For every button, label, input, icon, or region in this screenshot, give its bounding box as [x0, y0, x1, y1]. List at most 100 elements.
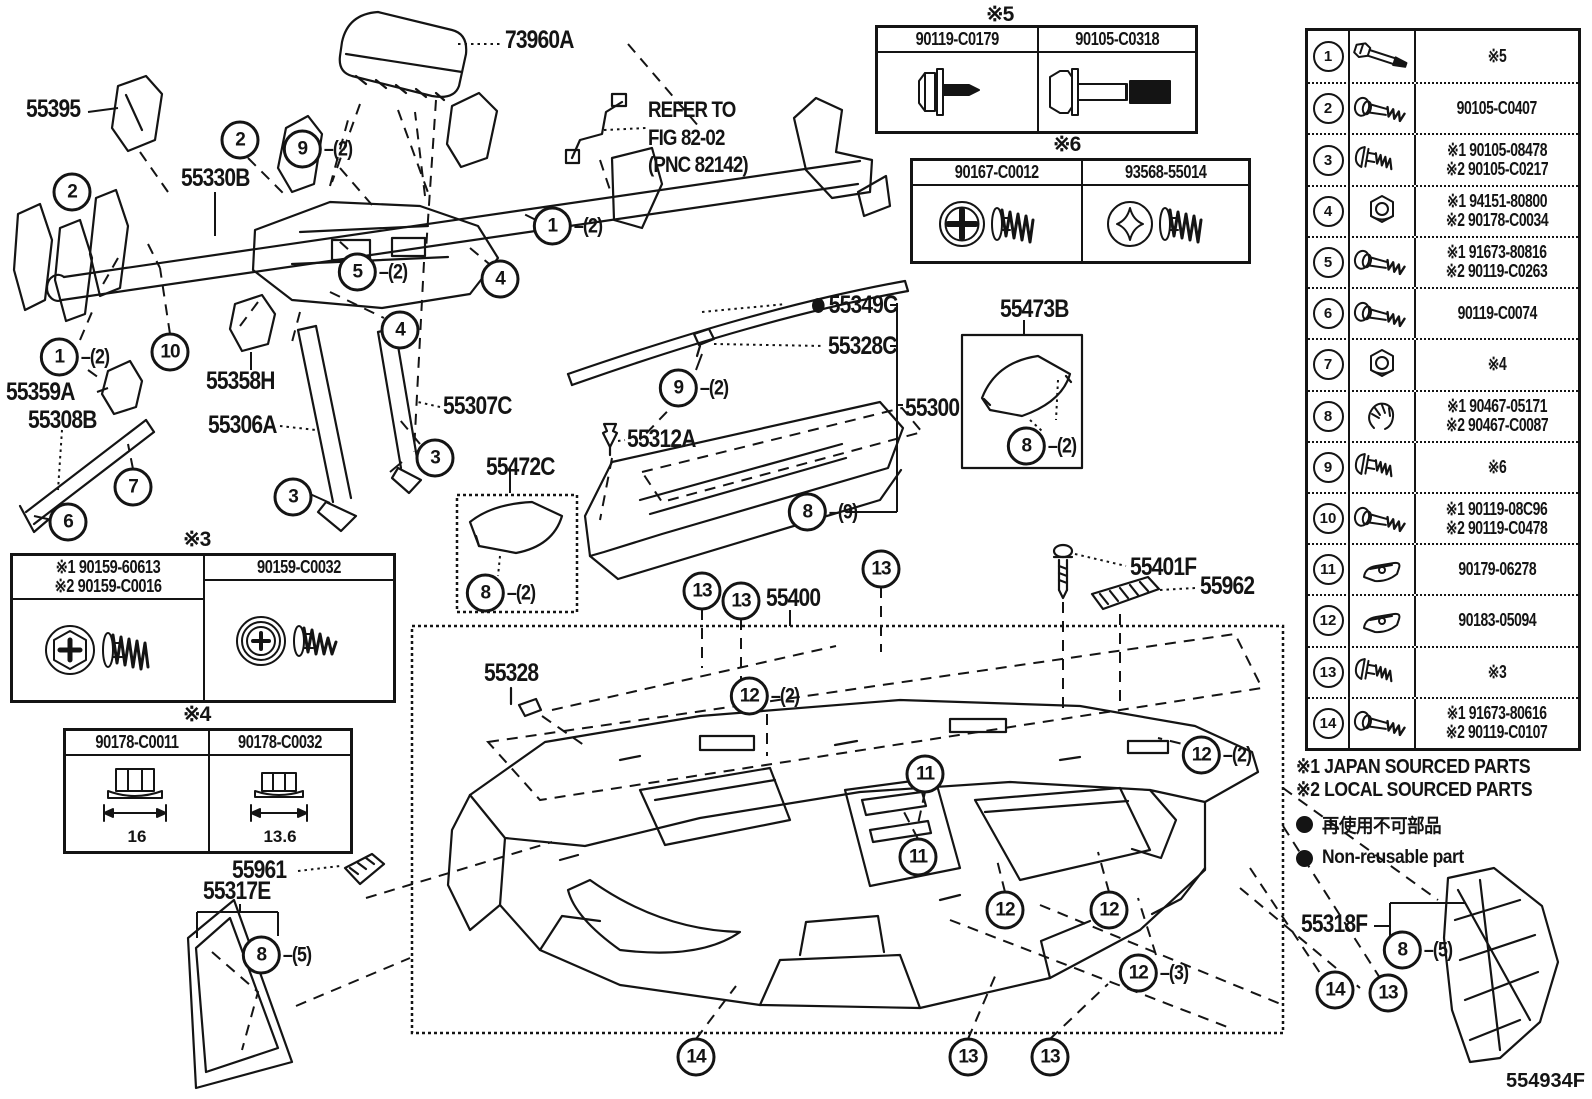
non-reusable-dot-icon — [1296, 816, 1313, 833]
inset-title-x5: ※5 — [986, 3, 1014, 26]
part-label-55472C: 55472C — [486, 453, 555, 481]
callout-quantity: –(2) — [1047, 434, 1077, 457]
inset-part-number: 90178-C0032 — [210, 731, 350, 756]
fastener-index: 12 — [1308, 596, 1348, 645]
fastener-index: 14 — [1308, 699, 1348, 748]
callout-12: 12 — [1089, 890, 1129, 930]
part-label-55400: 55400 — [766, 584, 821, 612]
fastener-index: 13 — [1308, 648, 1348, 697]
callout-4: 4 — [380, 310, 420, 350]
inset-cell: ※1 90159-60613※2 90159-C0016 — [13, 556, 203, 700]
callout-3: 3 — [273, 477, 313, 517]
callout-circle: 8 — [465, 573, 505, 613]
clip-grip-icon — [1348, 391, 1416, 441]
part-label-55318F: 55318F — [1301, 910, 1368, 938]
fastener-index: 10 — [1308, 494, 1348, 543]
fastener-index: 6 — [1308, 289, 1348, 338]
bolt-long-shank-icon — [1039, 53, 1196, 131]
fastener-part-number: ※1 90119-08C96※2 90119-C0478 — [1446, 498, 1548, 538]
part-label-55328: 55328 — [484, 659, 539, 687]
fastener-index: 9 — [1308, 443, 1348, 492]
callout-13: 13 — [721, 581, 761, 621]
non-reusable-dot-icon — [1296, 849, 1313, 867]
callout-quantity: –(5) — [282, 943, 312, 966]
callout-13: 13 — [682, 571, 722, 611]
callout-7: 7 — [113, 467, 153, 507]
legend-note-japan: ※1 JAPAN SOURCED PARTS — [1296, 756, 1531, 778]
fastener-part-number: ※5 — [1487, 46, 1507, 67]
fastener-part-number: ※4 — [1487, 354, 1507, 375]
callout-quantity: –(2) — [323, 137, 353, 160]
part-label-55961: 55961 — [232, 856, 287, 884]
inset-cell: 90105-C0318 — [1036, 28, 1196, 131]
fastener-row-3: 3※1 90105-08478※2 90105-C0217 — [1308, 133, 1578, 185]
bolt-flange-icon — [1348, 493, 1416, 544]
screw-assy-round-icon — [205, 581, 393, 700]
callout-8-(2): 8–(2) — [465, 573, 540, 613]
fastener-part-number: ※1 90467-05171※2 90467-C0087 — [1445, 396, 1549, 436]
inset-cell: 93568-55014 — [1080, 161, 1248, 261]
part-label-55401F: 55401F — [1130, 553, 1197, 581]
fastener-row-13: 13※3 — [1308, 645, 1578, 697]
callout-circle: 13 — [682, 571, 722, 611]
bolt-flange-icon — [1348, 237, 1416, 288]
fastener-row-8: 8 ※1 90467-05171※2 90467-C0087 — [1308, 389, 1578, 441]
inset-part-number: 90159-C0032 — [205, 556, 393, 581]
callout-quantity: –(5) — [1423, 938, 1453, 961]
part-label-55328C: 55328C — [828, 332, 897, 360]
callout-circle: 13 — [721, 581, 761, 621]
clip-flat-icon — [1348, 545, 1416, 595]
fastener-index: 7 — [1308, 340, 1348, 389]
callout-12-(3): 12–(3) — [1118, 953, 1193, 993]
callout-circle: 12 — [985, 890, 1025, 930]
fastener-row-9: 9※6 — [1308, 440, 1578, 492]
inset-title-x4: ※4 — [183, 703, 211, 726]
callout-circle: 8 — [1006, 426, 1046, 466]
part-label-55312A: 55312A — [627, 425, 696, 453]
screw-assy-plus-icon — [913, 186, 1081, 261]
bolt-flange-icon — [1348, 289, 1416, 339]
callout-circle: 1 — [532, 206, 572, 246]
nut-flange-icon — [1348, 340, 1416, 390]
callout-circle: 13 — [1030, 1037, 1070, 1077]
legend-note-local: ※2 LOCAL SOURCED PARTS — [1296, 779, 1533, 801]
callout-circle: 2 — [52, 172, 92, 212]
callout-quantity: –(2) — [699, 376, 729, 399]
callout-2: 2 — [220, 120, 260, 160]
refer-note-line2: FIG 82-02 — [648, 124, 725, 150]
callout-13: 13 — [1030, 1037, 1070, 1077]
screw-assy-hex-icon — [13, 600, 203, 700]
callout-3: 3 — [415, 438, 455, 478]
fastener-index: 1 — [1308, 31, 1348, 82]
callout-circle: 8 — [241, 935, 281, 975]
refer-note-line3: (PNC 82142) — [648, 152, 749, 177]
callout-quantity: –(2) — [573, 214, 603, 237]
callout-quantity: –(2) — [80, 345, 110, 368]
fastener-part-number: ※1 91673-80616※2 90119-C0107 — [1446, 703, 1548, 743]
callout-12-(2): 12–(2) — [729, 676, 804, 716]
screw-pan-icon — [1348, 135, 1416, 185]
screw-pan-icon — [1348, 442, 1416, 492]
bolt-washer-short-icon — [878, 53, 1037, 131]
fastener-row-10: 10 ※1 90119-08C96※2 90119-C0478 — [1308, 491, 1578, 544]
fastener-row-4: 4※1 94151-80800※2 90178-C0034 — [1308, 184, 1578, 236]
nut-front-icon: 16 — [66, 756, 208, 851]
callout-8-(9): 8–(9) — [787, 492, 862, 532]
callout-quantity: –(2) — [770, 684, 800, 707]
part-label-55395: 55395 — [26, 95, 81, 123]
inset-part-number: 90178-C0011 — [66, 731, 208, 756]
part-label-73960A: 73960A — [505, 26, 574, 54]
callout-quantity: –(3) — [1159, 961, 1189, 984]
fastener-index: 8 — [1308, 392, 1348, 441]
fastener-index: 11 — [1308, 545, 1348, 594]
callout-quantity: –(9) — [828, 500, 858, 523]
fastener-part-number: ※1 94151-80800※2 90178-C0034 — [1445, 191, 1549, 231]
callout-11: 11 — [905, 754, 945, 794]
refer-note-line1: REFER TO — [648, 97, 736, 122]
callout-5-(2): 5–(2) — [337, 252, 412, 292]
